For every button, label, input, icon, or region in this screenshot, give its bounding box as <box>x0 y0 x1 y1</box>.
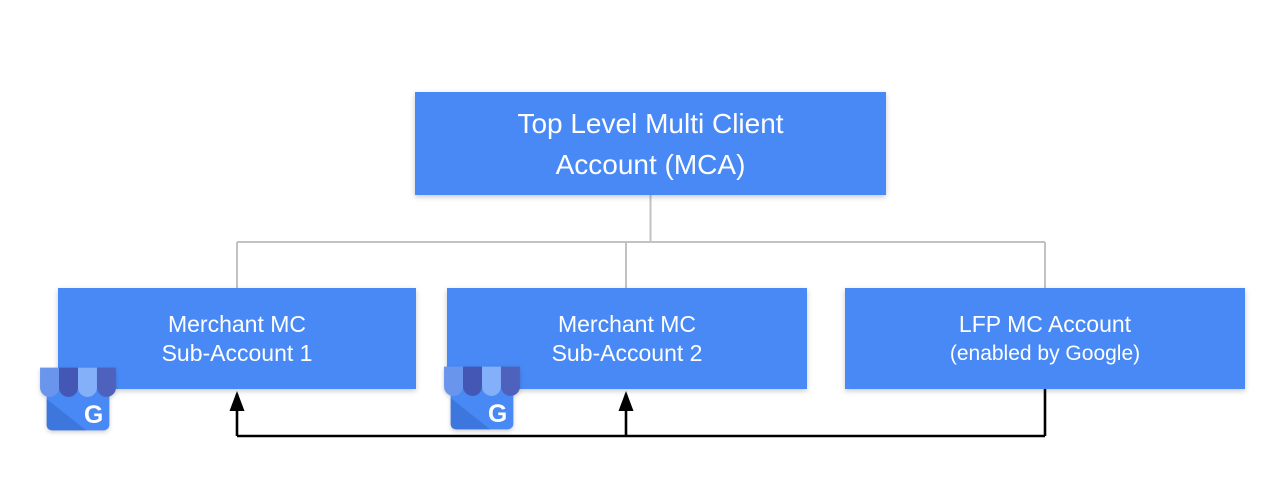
node-merchant-sub-account-1: Merchant MC Sub-Account 1 <box>58 288 416 389</box>
arrowhead-to-sub1 <box>229 391 245 411</box>
node-lfp-mc-account-label-line1: LFP MC Account <box>958 310 1132 337</box>
tree-connector-lines <box>236 195 1046 289</box>
node-lfp-mc-account-label-line2: (enabled by Google) <box>949 341 1141 365</box>
node-merchant-sub-account-2-label-line1: Merchant MC <box>557 310 697 337</box>
node-merchant-sub-account-1-label-line2: Sub-Account 1 <box>161 339 313 366</box>
node-merchant-sub-account-1-label-line1: Merchant MC <box>167 310 307 337</box>
feed-flow-arrow-lines <box>235 389 1047 438</box>
google-my-business-icon <box>38 366 118 432</box>
arrowhead-to-sub2 <box>618 391 634 411</box>
node-top-level-mca-label-line2: Account (MCA) <box>555 148 746 180</box>
google-my-business-icon <box>442 365 522 431</box>
node-lfp-mc-account: LFP MC Account (enabled by Google) <box>845 288 1245 389</box>
node-top-level-mca: Top Level Multi Client Account (MCA) <box>415 92 886 195</box>
node-top-level-mca-label-line1: Top Level Multi Client <box>517 107 784 139</box>
node-merchant-sub-account-2-label-line2: Sub-Account 2 <box>551 339 703 366</box>
